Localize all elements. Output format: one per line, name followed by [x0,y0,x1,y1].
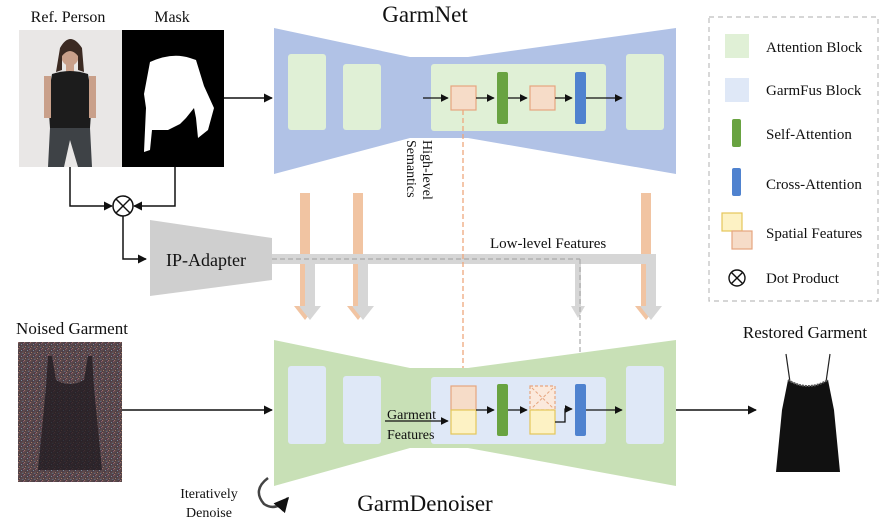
legend-cross-attention: Cross-Attention [766,177,862,193]
high-level-semantics-label: High-level Semantics [403,140,434,200]
garmnet-block-1 [288,54,326,130]
garmdenoiser-block-4 [626,366,664,444]
denoiser-spatial-feature-orange [450,385,477,411]
garmdenoiser-block-2 [343,376,381,444]
ip-adapter-body [150,220,272,296]
denoiser-spatial-feature-yellow-2 [529,409,556,435]
legend-garmfus-block: GarmFus Block [766,83,862,99]
garmdenoiser-title: GarmDenoiser [357,491,493,516]
garmnet-self-attention [497,72,508,124]
garmnet-title: GarmNet [382,2,468,27]
svg-text:High-level: High-level [419,140,434,200]
garmnet-spatial-feature-2 [529,85,556,111]
denoiser-spatial-feature-yellow [450,409,477,435]
iterate-loop-icon [257,477,289,514]
spatial-features-squares [721,212,753,250]
iteratively-denoise-label-1: Iteratively [180,487,238,502]
dot-to-ipadapter-line [122,216,147,264]
ref-person-image [19,30,122,167]
garmnet-cross-attention [575,72,586,124]
mask-image [122,30,224,167]
low-level-features-label: Low-level Features [490,236,606,252]
cross-attention-bar [732,168,741,196]
denoiser-cross-attention [575,384,586,436]
legend-box [708,16,879,302]
denoiser-self-attention [497,384,508,436]
garmdenoiser-block-1 [288,366,326,444]
svg-text:Features: Features [387,428,434,443]
iteratively-denoise-label-2: Denoise [186,506,232,521]
garmnet-block-2 [343,64,381,130]
low-level-features-path [262,254,662,320]
garmnet-spatial-feature-1 [450,85,477,111]
denoiser-discarded-feature [529,385,556,411]
dot-product-icon [112,195,134,217]
dot-product-symbol [728,269,746,287]
legend-attention-block: Attention Block [766,40,863,56]
noised-garment-label: Noised Garment [16,319,128,338]
ref-person-label: Ref. Person [31,9,106,26]
garmnet-block-4 [626,54,664,130]
svg-text:Semantics: Semantics [403,140,418,198]
restored-garment-image [758,348,858,482]
svg-text:Garment: Garment [387,408,436,423]
mask-label: Mask [154,9,190,26]
ref-to-dot-line [69,167,113,211]
attention-block-swatch [725,34,749,58]
legend-spatial-features: Spatial Features [766,226,862,242]
noised-garment-image [18,342,122,482]
denoiser-inner-arrow-3 [555,405,573,423]
legend-self-attention: Self-Attention [766,127,852,143]
garmfus-block-swatch [725,78,749,102]
legend-dot-product: Dot Product [766,271,840,287]
restored-garment-label: Restored Garment [743,323,867,342]
mask-to-dot-line [133,167,176,211]
ip-adapter-label: IP-Adapter [166,250,246,270]
self-attention-bar [732,119,741,147]
garment-features-label: Garment Features [387,408,436,443]
